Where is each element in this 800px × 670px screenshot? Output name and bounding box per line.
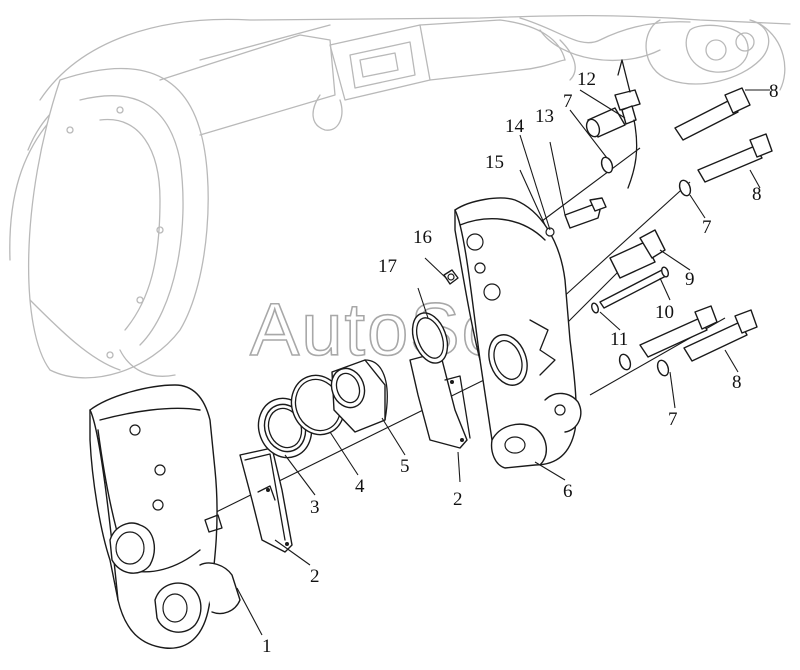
part-2-right-shim bbox=[409, 351, 471, 449]
part-7-spacer bbox=[585, 107, 626, 138]
part-9-bolt bbox=[609, 229, 666, 279]
part-2-left-shim bbox=[239, 447, 293, 553]
callout-8a: 8 bbox=[769, 81, 779, 102]
callout-labels: 1 2 3 4 5 2 6 17 16 15 14 13 12 7 8 8 7 … bbox=[262, 69, 779, 657]
callout-1: 1 bbox=[262, 636, 272, 657]
callout-8c: 8 bbox=[732, 372, 742, 393]
callout-8b: 8 bbox=[752, 184, 762, 205]
callout-leaders bbox=[236, 89, 770, 636]
part-10-pin bbox=[599, 266, 669, 309]
part-6-right-cap bbox=[454, 197, 582, 469]
part-7-washers bbox=[600, 156, 692, 377]
part-17-ring bbox=[411, 312, 449, 364]
callout-2b: 2 bbox=[453, 489, 463, 510]
callout-17: 17 bbox=[378, 256, 397, 277]
callout-7b: 7 bbox=[702, 217, 712, 238]
callout-6: 6 bbox=[563, 481, 573, 502]
callout-7a: 7 bbox=[563, 91, 573, 112]
part-13-fitting bbox=[545, 197, 607, 237]
background-axle-housing bbox=[9, 14, 791, 379]
callout-16: 16 bbox=[413, 227, 432, 248]
part-8-bolts bbox=[639, 87, 773, 362]
callout-5: 5 bbox=[400, 456, 410, 477]
part-12-sensor bbox=[614, 59, 641, 189]
callout-2a: 2 bbox=[310, 566, 320, 587]
callout-4: 4 bbox=[355, 476, 365, 497]
callout-10: 10 bbox=[655, 302, 674, 323]
callout-13: 13 bbox=[535, 106, 554, 127]
callout-7c: 7 bbox=[668, 409, 678, 430]
callout-3: 3 bbox=[310, 497, 320, 518]
callout-12: 12 bbox=[577, 69, 596, 90]
callout-15: 15 bbox=[485, 152, 504, 173]
part-1-left-cap bbox=[89, 384, 241, 649]
part-5-bushing bbox=[330, 359, 388, 433]
callout-11: 11 bbox=[610, 329, 628, 350]
callout-9: 9 bbox=[685, 269, 695, 290]
part-11-ring bbox=[591, 302, 599, 314]
part-16-nipple bbox=[443, 269, 459, 285]
callout-14: 14 bbox=[505, 116, 525, 137]
